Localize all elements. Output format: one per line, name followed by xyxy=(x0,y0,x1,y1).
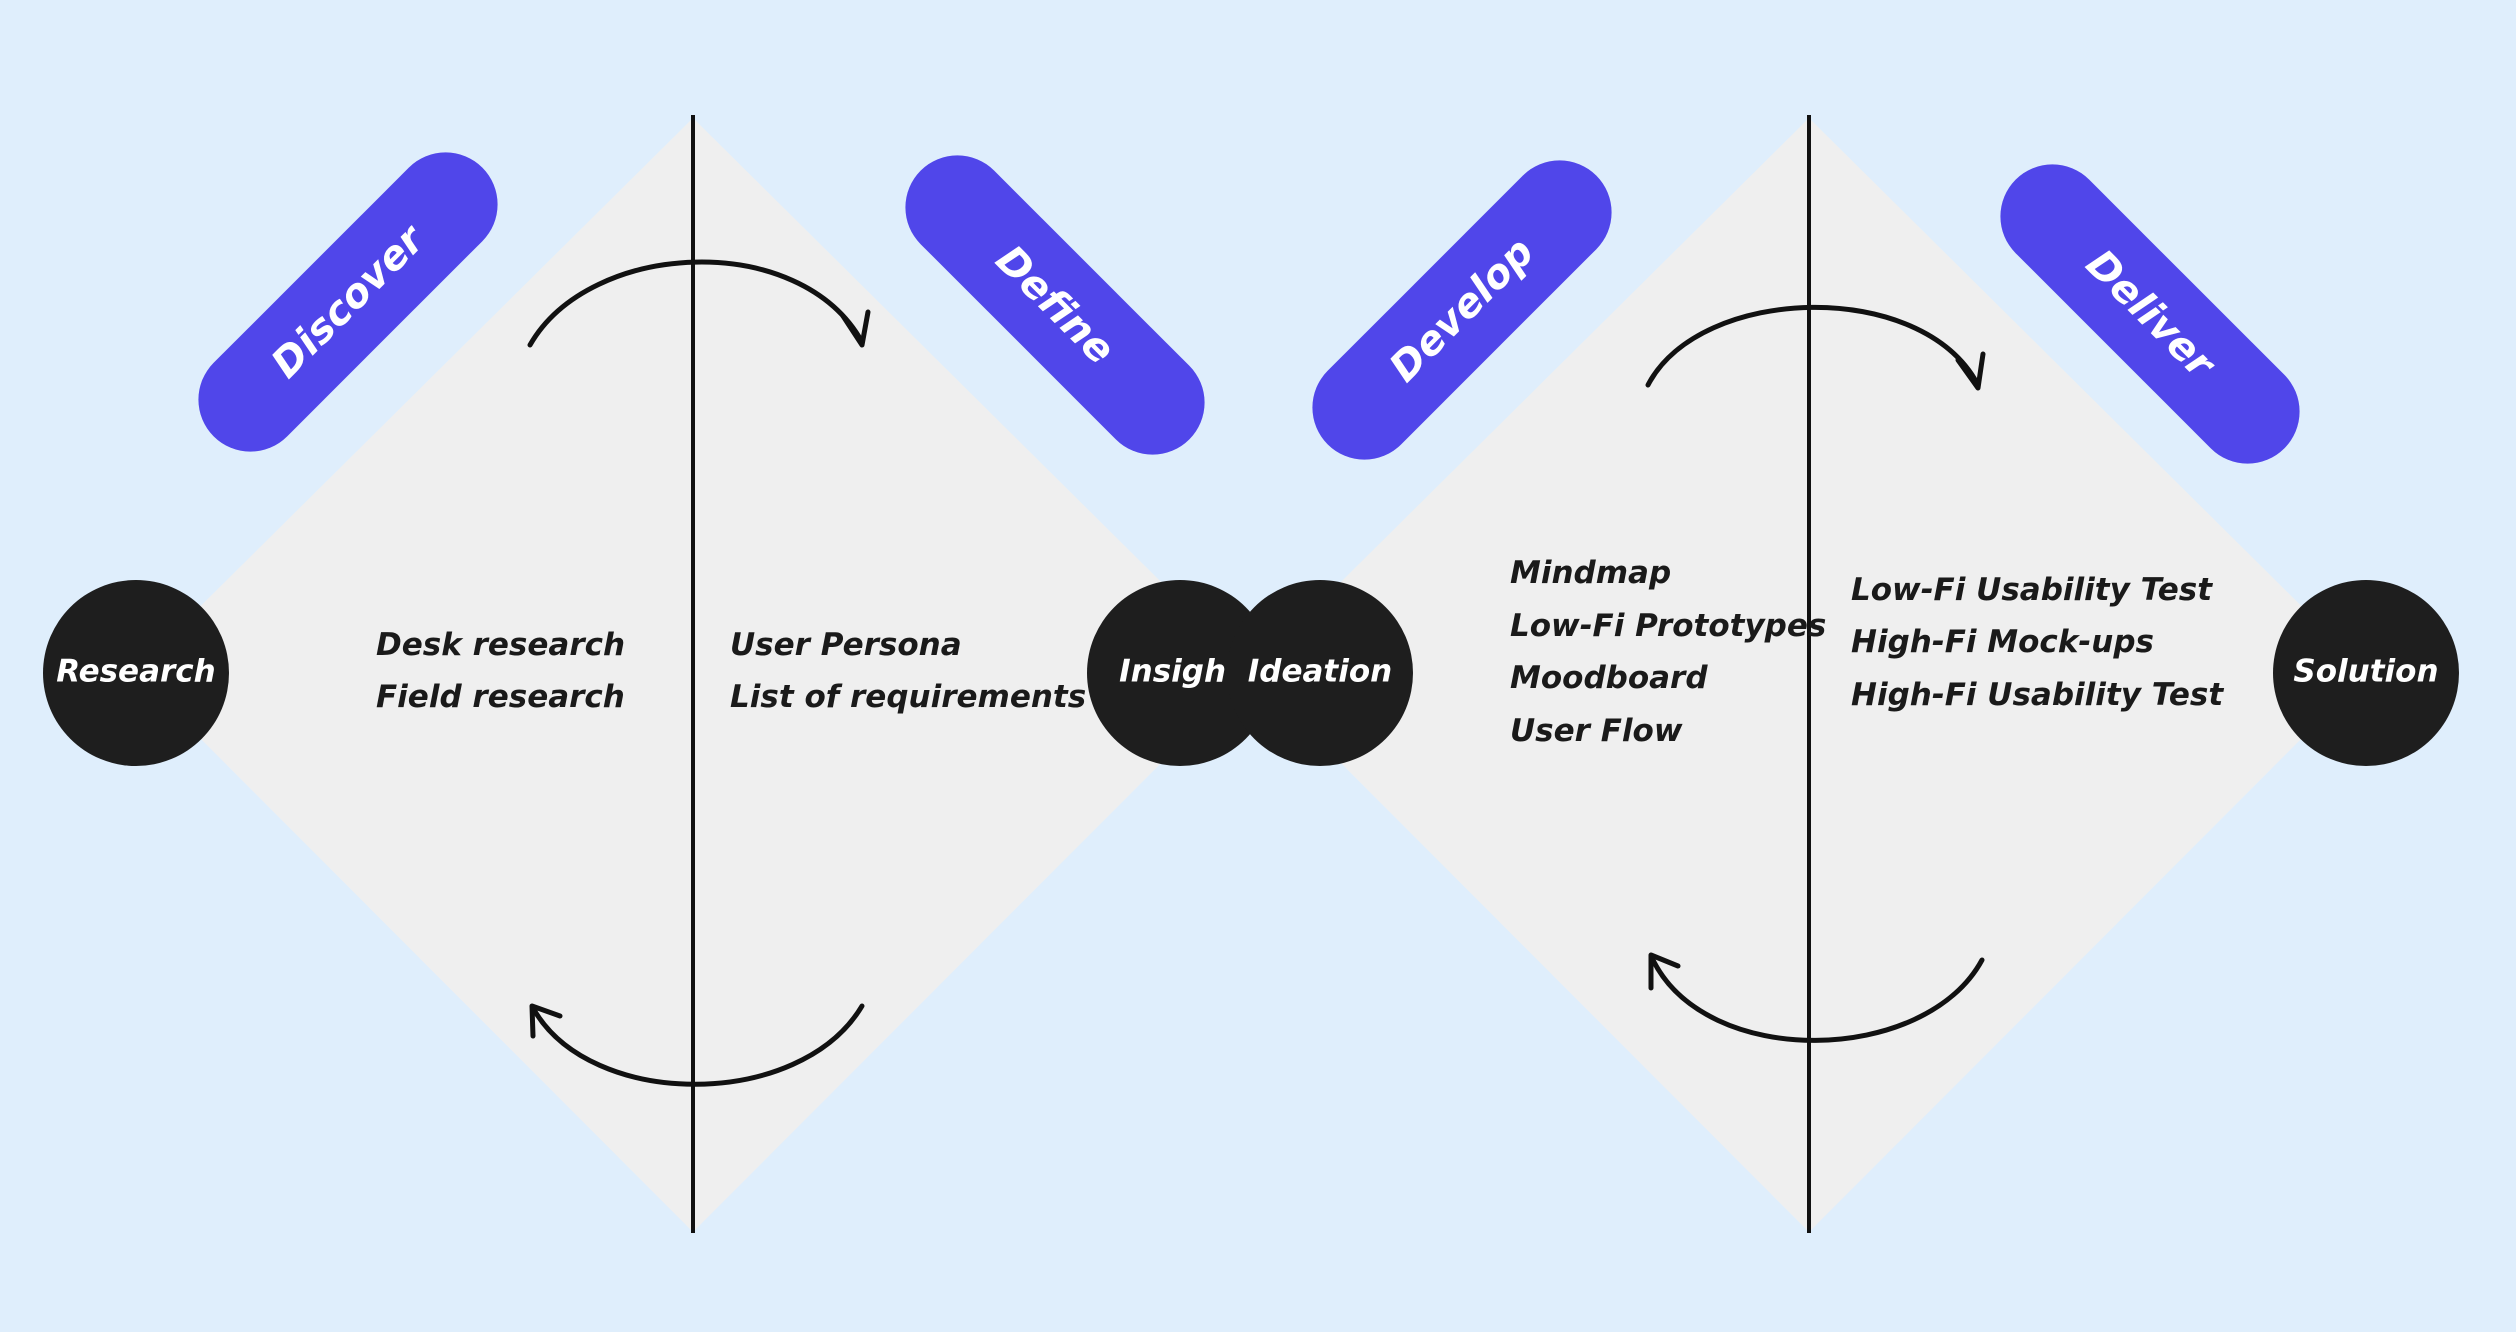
list-item: Field research xyxy=(376,679,625,715)
list-item: Desk research xyxy=(376,627,625,663)
list-item: High-Fi Mock-ups xyxy=(1851,624,2154,660)
node-insight: Insight xyxy=(1087,580,1273,766)
list-develop: Mindmap Low-Fi Prototypes Moodboard User… xyxy=(1510,555,1826,749)
arrow-bottom-second xyxy=(1649,955,1985,1043)
list-item: Mindmap xyxy=(1510,555,1671,591)
list-item: High-Fi Usability Test xyxy=(1851,677,2224,713)
list-item: Moodboard xyxy=(1510,660,1708,696)
list-item: User Flow xyxy=(1510,713,1683,749)
arrow-top-first xyxy=(527,259,865,348)
list-define: User Persona List of requirements xyxy=(730,627,1086,715)
node-ideation: Ideation xyxy=(1227,580,1413,766)
arrowhead-bottom-second xyxy=(1648,952,1681,991)
arrowhead-top-second xyxy=(1955,351,1986,391)
list-discover: Desk research Field research xyxy=(376,627,625,715)
node-label-insight: Insight xyxy=(1119,654,1242,690)
list-item: Low-Fi Prototypes xyxy=(1510,608,1826,644)
node-research: Research xyxy=(43,580,229,766)
arrowhead-top-first xyxy=(840,309,871,348)
arrowhead-bottom-first xyxy=(529,1003,563,1039)
node-label-ideation: Ideation xyxy=(1248,654,1392,690)
arrow-top-second xyxy=(1645,304,1981,388)
list-deliver: Low-Fi Usability Test High-Fi Mock-ups H… xyxy=(1851,572,2224,713)
list-item: List of requirements xyxy=(730,679,1086,715)
node-label-solution: Solution xyxy=(2293,654,2438,690)
node-solution: Solution xyxy=(2273,580,2459,766)
arrow-bottom-first xyxy=(530,1003,865,1087)
list-item: Low-Fi Usability Test xyxy=(1851,572,2213,608)
list-item: User Persona xyxy=(730,627,962,663)
node-label-research: Research xyxy=(56,654,215,690)
